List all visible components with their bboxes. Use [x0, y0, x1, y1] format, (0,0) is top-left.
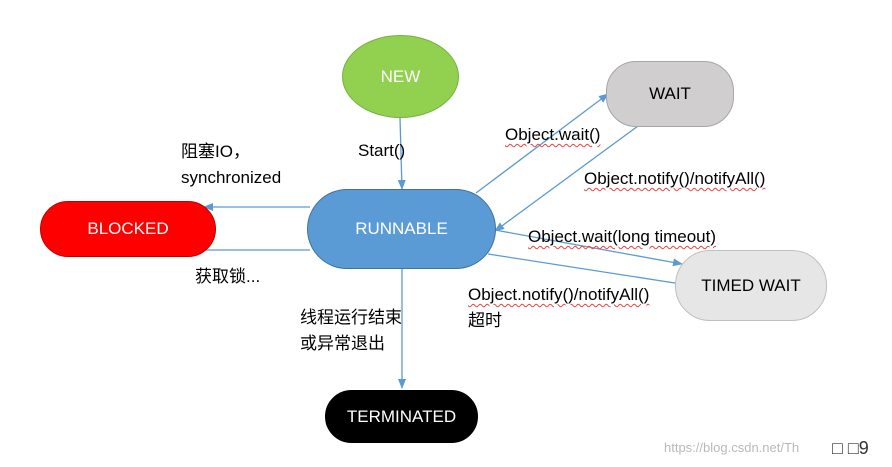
state-terminated-label: TERMINATED [346, 406, 457, 426]
state-new-label: NEW [380, 66, 421, 86]
state-new: NEW [342, 35, 459, 118]
label-thread-end: 线程运行结束 [300, 308, 402, 327]
arrow-runnable-to-wait [475, 93, 609, 194]
arrow-new-to-runnable [397, 117, 406, 190]
watermark: https://blog.csdn.net/Th [664, 440, 800, 455]
label-timed-notify: Object.notify()/notifyAll() [468, 285, 650, 304]
label-start: Start() [358, 141, 406, 160]
state-runnable-label: RUNNABLE [355, 219, 448, 238]
label-synchronized: synchronized [181, 168, 282, 187]
state-blocked: BLOCKED [40, 201, 216, 257]
state-timed-wait-label: TIMED WAIT [701, 275, 801, 295]
label-object-wait-timeout: Object.wait(long timeout) [528, 227, 717, 246]
arrow-wait-to-runnable [494, 125, 639, 232]
state-runnable: RUNNABLE [307, 189, 496, 269]
arrow-timed-wait-to-runnable [487, 253, 695, 287]
label-acquire-lock: 获取锁... [195, 267, 261, 286]
arrow-runnable-to-timed-wait [494, 229, 683, 267]
label-blocking-io: 阻塞IO， [181, 142, 250, 161]
state-timed-wait: TIMED WAIT [675, 250, 827, 321]
state-blocked-label: BLOCKED [87, 219, 169, 238]
state-wait: WAIT [606, 61, 734, 127]
corner-mark: □ □9 [832, 438, 869, 458]
label-exception-exit: 或异常退出 [300, 334, 385, 353]
label-object-wait: Object.wait() [505, 125, 601, 144]
label-timeout: 超时 [468, 311, 502, 330]
label-object-notify: Object.notify()/notifyAll() [584, 169, 766, 188]
state-wait-label: WAIT [649, 84, 691, 103]
state-terminated: TERMINATED [325, 390, 478, 443]
